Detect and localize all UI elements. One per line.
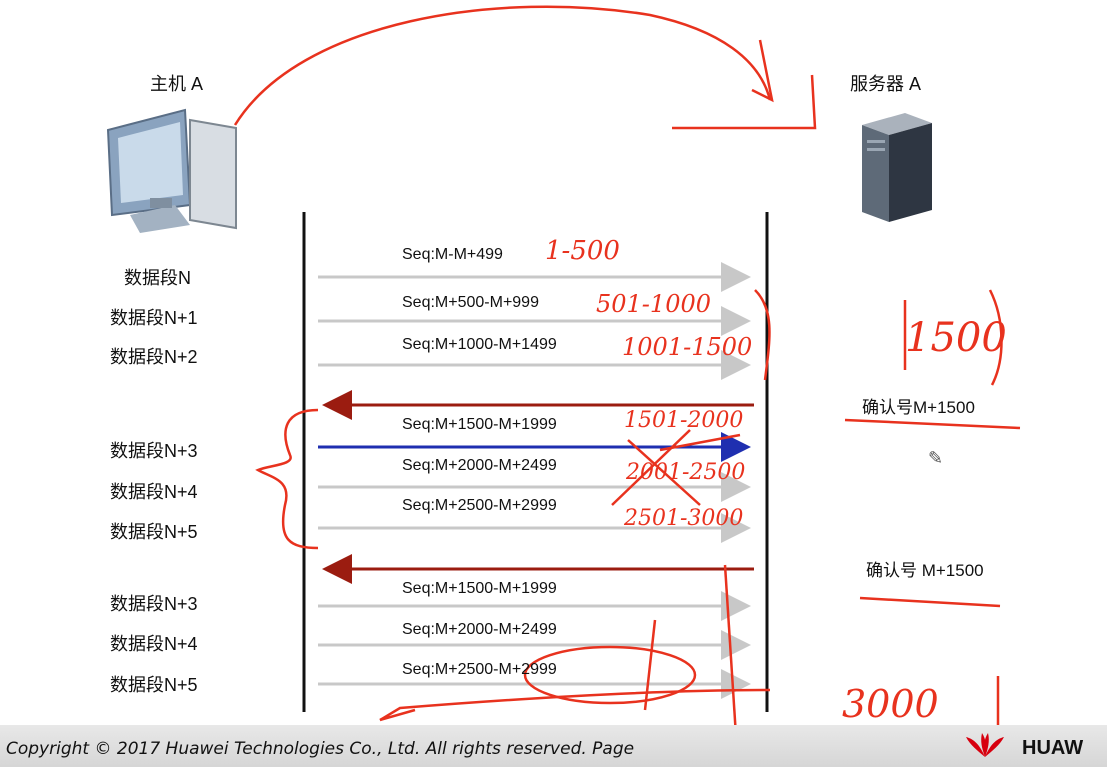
segment-label: 数据段N (124, 268, 191, 288)
segment-label: 数据段N+4 (110, 634, 198, 654)
segment-label: 数据段N+4 (110, 482, 198, 502)
copyright-text: Copyright © 2017 Huawei Technologies Co.… (6, 739, 635, 759)
hand-note: 501-1000 (596, 290, 711, 318)
seq-label: Seq:M+2000-M+2499 (402, 621, 557, 638)
ack-label: 确认号 M+1500 (866, 561, 984, 580)
seq-label: Seq:M+500-M+999 (402, 294, 539, 311)
hand-note: 1500 (905, 315, 1007, 361)
seq-label: Seq:M+1500-M+1999 (402, 416, 557, 433)
segment-label: 数据段N+5 (110, 522, 198, 542)
computer-icon (106, 108, 237, 233)
seq-label: Seq:M+1000-M+1499 (402, 336, 557, 353)
seq-label: Seq:M+2500-M+2999 (402, 661, 557, 678)
hand-note: 1001-1500 (622, 333, 753, 361)
huawei-logo-icon (960, 733, 1010, 759)
server-icon (862, 113, 932, 222)
segment-label: 数据段N+5 (110, 675, 198, 695)
segment-label: 数据段N+2 (110, 347, 198, 367)
seq-label: Seq:M+2000-M+2499 (402, 457, 557, 474)
seq-label: Seq:M+1500-M+1999 (402, 580, 557, 597)
segment-label: 数据段N+3 (110, 594, 198, 614)
client-title: 主机 A (150, 74, 204, 94)
hand-note: 2501-3000 (624, 506, 744, 531)
pen-icon[interactable]: ✎ (928, 448, 944, 468)
seq-label: Seq:M-M+499 (402, 246, 503, 263)
hand-note: 2001-2500 (626, 460, 746, 485)
hand-note: 1-500 (545, 236, 620, 266)
segment-label: 数据段N+3 (110, 441, 198, 461)
hand-note: 1501-2000 (624, 408, 744, 433)
seq-label: Seq:M+2500-M+2999 (402, 497, 557, 514)
server-title: 服务器 A (850, 74, 922, 94)
segment-label: 数据段N+1 (110, 308, 198, 328)
hand-note: 3000 (842, 682, 939, 726)
brand-text: HUAW (1022, 737, 1084, 759)
footer-bar: Copyright © 2017 Huawei Technologies Co.… (0, 725, 1107, 767)
ack-label: 确认号M+1500 (862, 398, 975, 417)
